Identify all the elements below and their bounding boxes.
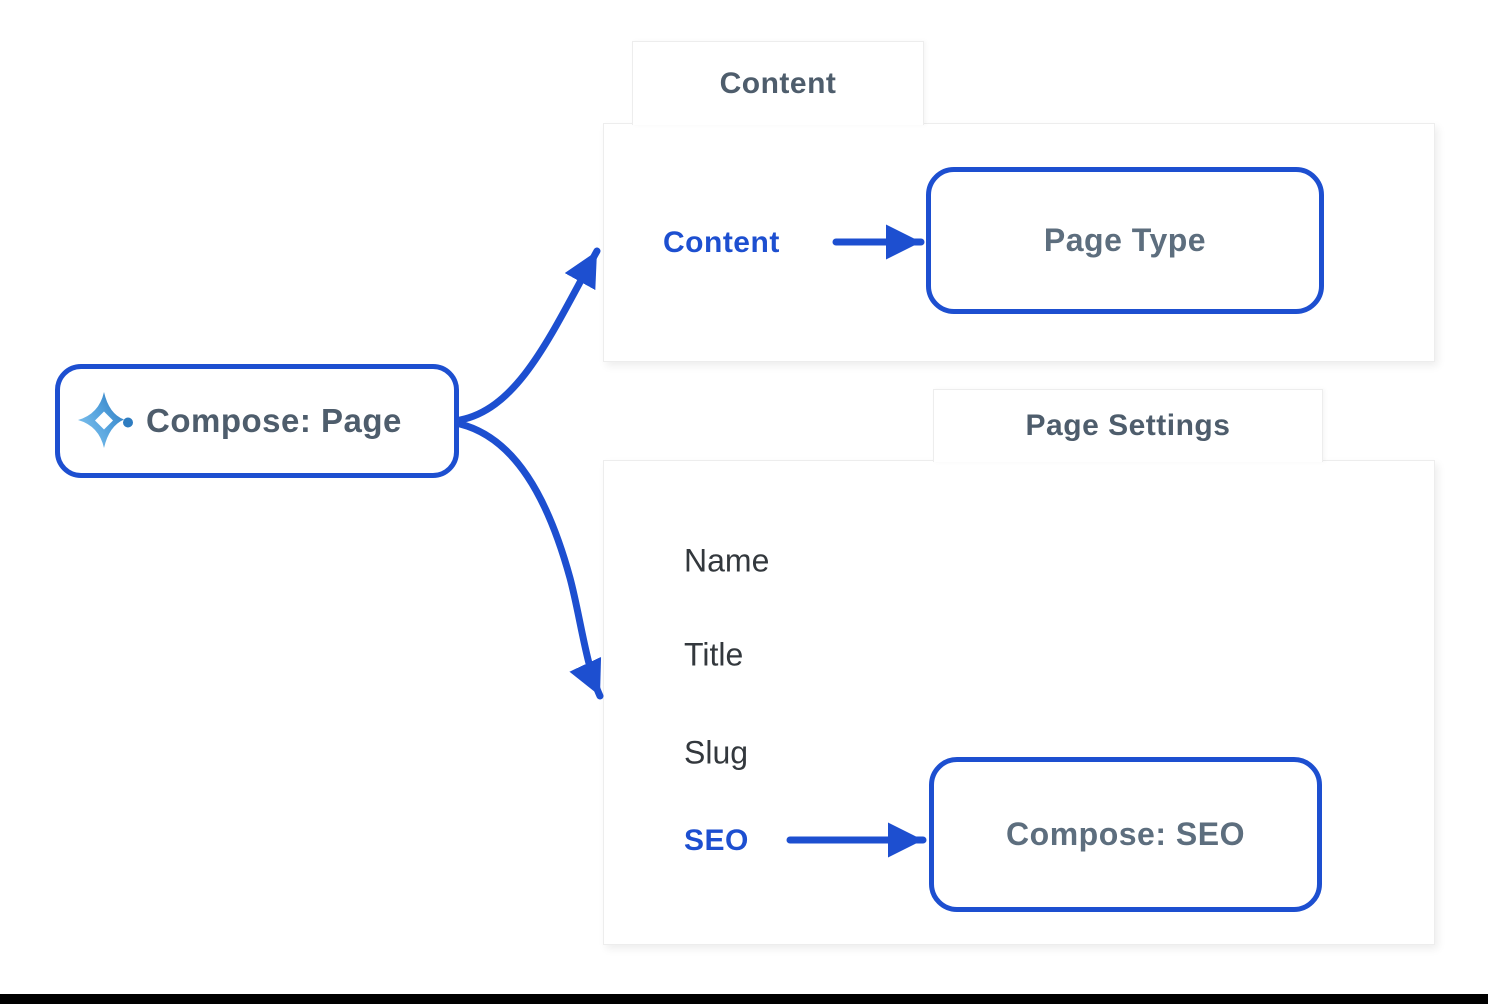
tab-page-settings: Page Settings — [933, 389, 1323, 462]
tab-page-settings-label: Page Settings — [1025, 409, 1231, 442]
root-node-label: Compose: Page — [146, 402, 402, 439]
arrow-root-to-settings-panel — [456, 420, 604, 700]
field-title: Title — [684, 636, 744, 673]
content-field-label: Content — [663, 226, 780, 259]
bottom-border-bar — [0, 994, 1488, 1004]
arrow-root-to-content-panel — [456, 247, 601, 424]
root-node-compose-page: Compose: Page — [55, 364, 459, 478]
field-name: Name — [684, 542, 770, 579]
panel-page-settings: Name Title Slug SEO Compose: SEO — [603, 460, 1435, 945]
node-page-type-label: Page Type — [1043, 222, 1207, 258]
seo-field-label: SEO — [684, 824, 749, 857]
node-compose-seo: Compose: SEO — [929, 757, 1322, 912]
tab-content: Content — [632, 41, 924, 125]
node-page-type: Page Type — [926, 167, 1324, 314]
compose-sparkle-icon — [78, 392, 133, 448]
node-compose-seo-label: Compose: SEO — [1006, 816, 1245, 852]
panel-content: Content Page Type — [603, 123, 1435, 362]
tab-content-label: Content — [719, 66, 837, 100]
field-slug: Slug — [684, 734, 749, 771]
